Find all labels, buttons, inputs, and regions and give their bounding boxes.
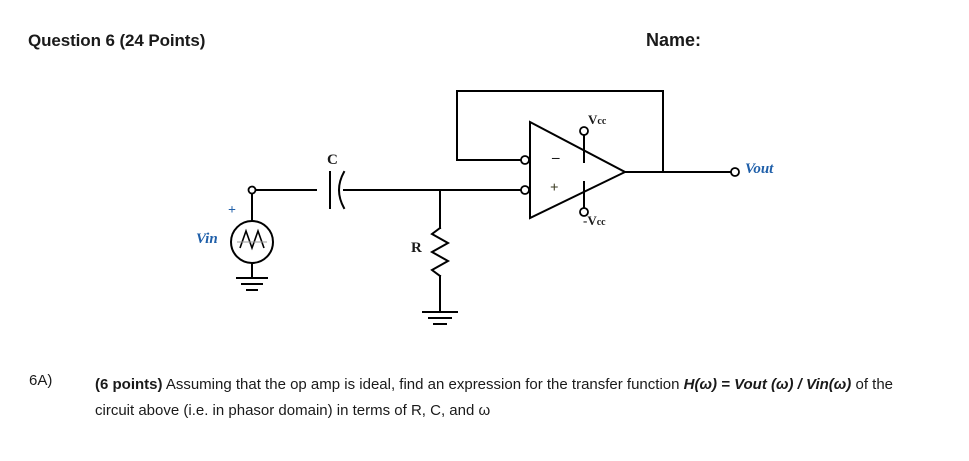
name-field-label: Name: <box>646 30 702 50</box>
terminal-noninverting-input <box>520 185 530 195</box>
terminal-inverting-input <box>520 155 530 165</box>
source-polarity-label: + <box>228 203 236 218</box>
terminal-input-node <box>247 185 257 195</box>
part-a-formula: H(ω) = Vout (ω) / Vin(ω) <box>683 376 852 393</box>
feedback-wire <box>456 90 664 173</box>
part-a-number: 6A) <box>29 372 53 389</box>
input-voltage-label: Vin <box>196 231 218 247</box>
negative-vcc-label: -Vcc <box>583 213 606 229</box>
terminal-vcc <box>579 126 589 136</box>
part-a-line2: of the circuit above (i.e. in phasor dom… <box>95 376 894 419</box>
negative-vcc-label-main: -V <box>583 213 597 228</box>
noninverting-input-sign: + <box>550 180 559 196</box>
resistor-label: R <box>411 240 422 256</box>
sine-wave-icon <box>239 228 265 251</box>
negative-vcc-label-subscript: cc <box>596 217 606 228</box>
resistor-zigzag <box>429 226 451 278</box>
output-voltage-label: Vout <box>745 161 774 177</box>
circuit-schematic-svg <box>230 90 740 325</box>
inverting-input-sign: – <box>552 150 560 166</box>
page-title: Question 6 (24 Points) <box>28 31 206 50</box>
terminal-output <box>730 167 740 177</box>
terminal-negative-vcc <box>579 207 589 217</box>
vcc-label: Vcc <box>588 112 606 128</box>
circuit-diagram: C R Vin + Vout – + Vcc -Vcc <box>196 90 774 325</box>
part-a-text: (6 points) Assuming that the op amp is i… <box>95 372 935 424</box>
op-amp-triangle <box>529 120 628 220</box>
part-a-points: (6 points) <box>95 376 163 393</box>
vcc-label-main: V <box>588 112 598 127</box>
capacitor-plate-right <box>338 170 346 210</box>
vcc-label-subscript: cc <box>597 116 607 127</box>
part-a-line1: Assuming that the op amp is ideal, find … <box>162 376 680 393</box>
capacitor-label: C <box>327 152 338 168</box>
